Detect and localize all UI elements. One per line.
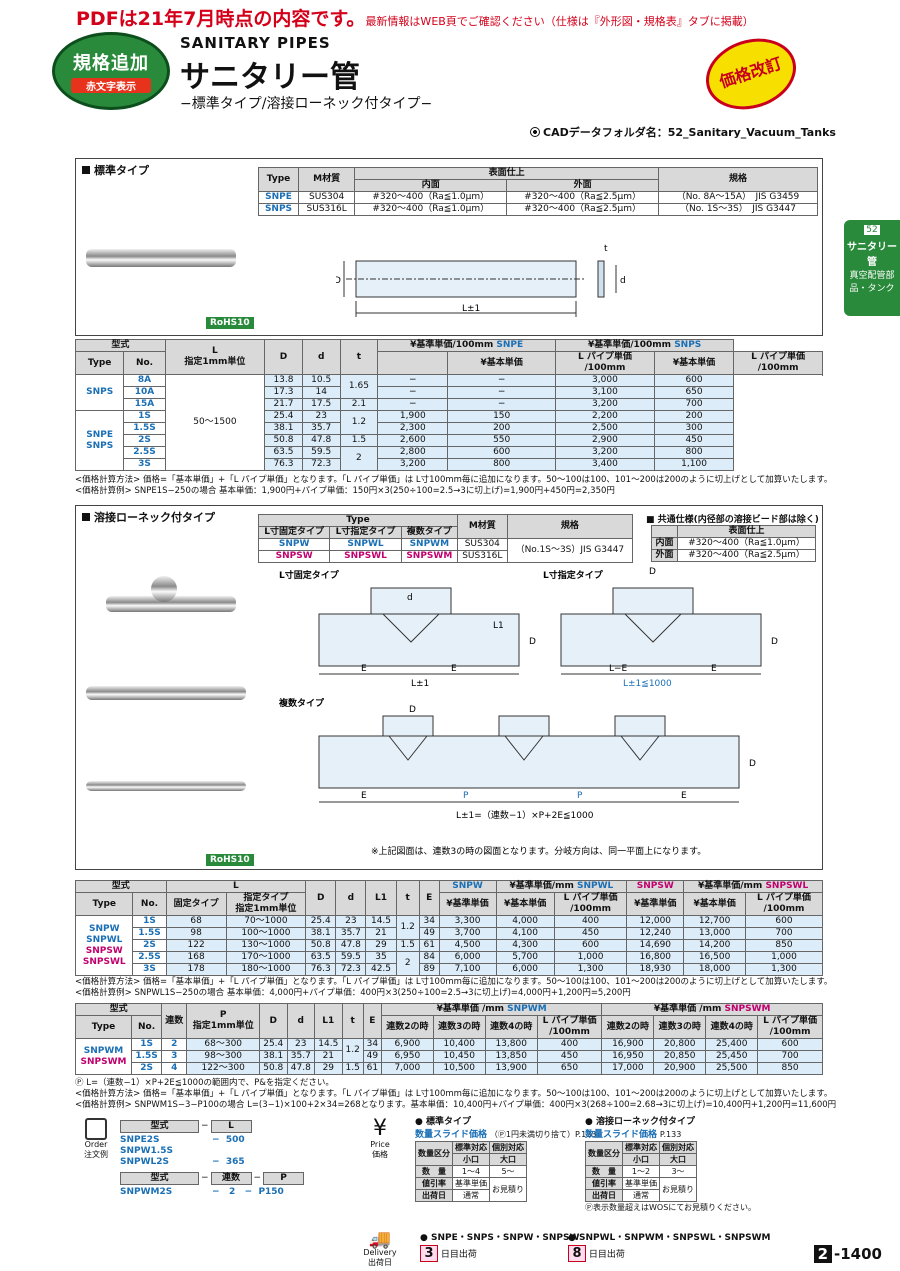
drawing-note: ※上記図面は、連数3の時の図面となります。分岐方向は、同一平面上になります。 <box>371 845 706 857</box>
page-number: 2-1400 <box>813 1245 882 1263</box>
weld-branch-image <box>151 576 177 602</box>
std-title: 標準タイプ <box>76 159 822 181</box>
dim-d: d <box>620 276 626 286</box>
std-notes: <価格計算方法> 価格=「基本単価」+「L パイプ単価」となります。「L パイプ… <box>75 475 833 496</box>
d3-title: 複数タイプ <box>278 697 325 709</box>
svg-text:L−E: L−E <box>609 664 628 674</box>
dim-t: t <box>604 244 608 254</box>
svg-text:D: D <box>649 567 656 577</box>
price-std: ● 標準タイプ 数量スライド価格 （Ⓟ1円未満切り捨て）P.133 数量区分標準… <box>415 1117 597 1202</box>
svg-text:E: E <box>681 791 687 801</box>
truck-icon: 🚚 <box>368 1229 392 1250</box>
rohs-badge: RoHS10 <box>206 317 254 329</box>
svg-text:D: D <box>771 637 778 647</box>
order-header-1: 型式−L <box>120 1120 252 1133</box>
svg-text:L±1: L±1 <box>411 679 429 689</box>
svg-text:L1: L1 <box>493 621 504 631</box>
weld-title: 溶接ローネック付タイプ <box>76 506 822 528</box>
rohs-badge-weld: RoHS10 <box>206 854 254 866</box>
yen-icon: ¥ <box>373 1116 387 1141</box>
weld-price-table-1: 型式 L D d L1 t E SNPW ¥基準単価/mm SNPWL SNPS… <box>74 880 824 976</box>
pdf-notice: PDFは21年7月時点の内容です。最新情報はWEB頁でご確認ください（仕様は『外… <box>76 8 754 30</box>
order-examples: 型式−L SNPE2S− 500 SNPW1.5S SNPWL2S− 365 型… <box>120 1120 305 1197</box>
weld-pipe-image-2 <box>86 686 246 700</box>
weld-drawings: L寸固定タイプ L寸指定タイプ E E L±1 d D L1 L−E E L±1… <box>278 567 778 857</box>
weld-notes-1: <価格計算方法> 価格=「基本単価」+「L パイプ単価」となります。「L パイプ… <box>75 977 833 998</box>
svg-text:L±1≦1000: L±1≦1000 <box>623 679 672 689</box>
page-subtitle: −標準タイプ/溶接ローネック付タイプ− <box>180 96 433 112</box>
svg-text:E: E <box>451 664 457 674</box>
dim-L: L±1 <box>462 304 480 314</box>
order-icon <box>85 1118 107 1140</box>
order-header-2: 型式−連数−P <box>120 1172 305 1185</box>
svg-text:D: D <box>409 705 416 715</box>
dim-D: D <box>336 276 341 286</box>
svg-text:E: E <box>361 791 367 801</box>
price-weld: ● 溶接ローネック付タイプ 数量スライド価格 P.133 数量区分標準対応個別対… <box>585 1117 757 1212</box>
cad-folder: CADデータフォルダ名：52_Sanitary_Vacuum_Tanks <box>530 124 836 140</box>
delivery-1: ● SNPE・SNPS・SNPW・SNPSW 3 日目出荷 <box>420 1233 580 1262</box>
weld-pipe-image-1 <box>106 596 236 612</box>
svg-text:P: P <box>463 791 469 801</box>
weld-notes-2: Ⓟ L=（連数−1）×P+2E≦1000の範囲内で、P&を指定ください。 <価格… <box>75 1078 837 1110</box>
common-spec-table: 表面仕上 内面#320〜400（Ra≦1.0μm） 外面#320〜400（Ra≦… <box>650 525 816 562</box>
delivery-2: ● SNPWL・SNPWM・SNPSWL・SNPSWM 8 日目出荷 <box>568 1233 771 1262</box>
spec-added-badge: 規格追加 赤文字表示 <box>52 32 170 110</box>
svg-text:E: E <box>361 664 367 674</box>
cad-icon <box>530 127 540 137</box>
svg-text:E: E <box>711 664 717 674</box>
svg-text:P: P <box>577 791 583 801</box>
common-spec-title: ■ 共通仕様(内径部の溶接ビード部は除く) <box>646 515 819 525</box>
side-tab[interactable]: 52 サニタリー管 真空配管部品・タンク <box>844 220 900 316</box>
svg-text:d: d <box>407 593 413 603</box>
svg-text:D: D <box>749 759 756 769</box>
svg-text:D: D <box>529 637 536 647</box>
title-en: SANITARY PIPES <box>180 34 331 52</box>
d1-title: L寸固定タイプ <box>279 569 340 581</box>
d2-title: L寸指定タイプ <box>543 569 604 581</box>
page-title: サニタリー管 <box>180 60 360 95</box>
d3-formula: L±1=（連数−1）×P+2E≦1000 <box>456 809 594 821</box>
std-pipe-drawing: L±1 D d t <box>336 244 626 317</box>
weld-pipe-image-3 <box>86 781 246 791</box>
std-pipe-image <box>86 249 236 267</box>
price-revised-badge: 価格改訂 <box>696 27 806 121</box>
